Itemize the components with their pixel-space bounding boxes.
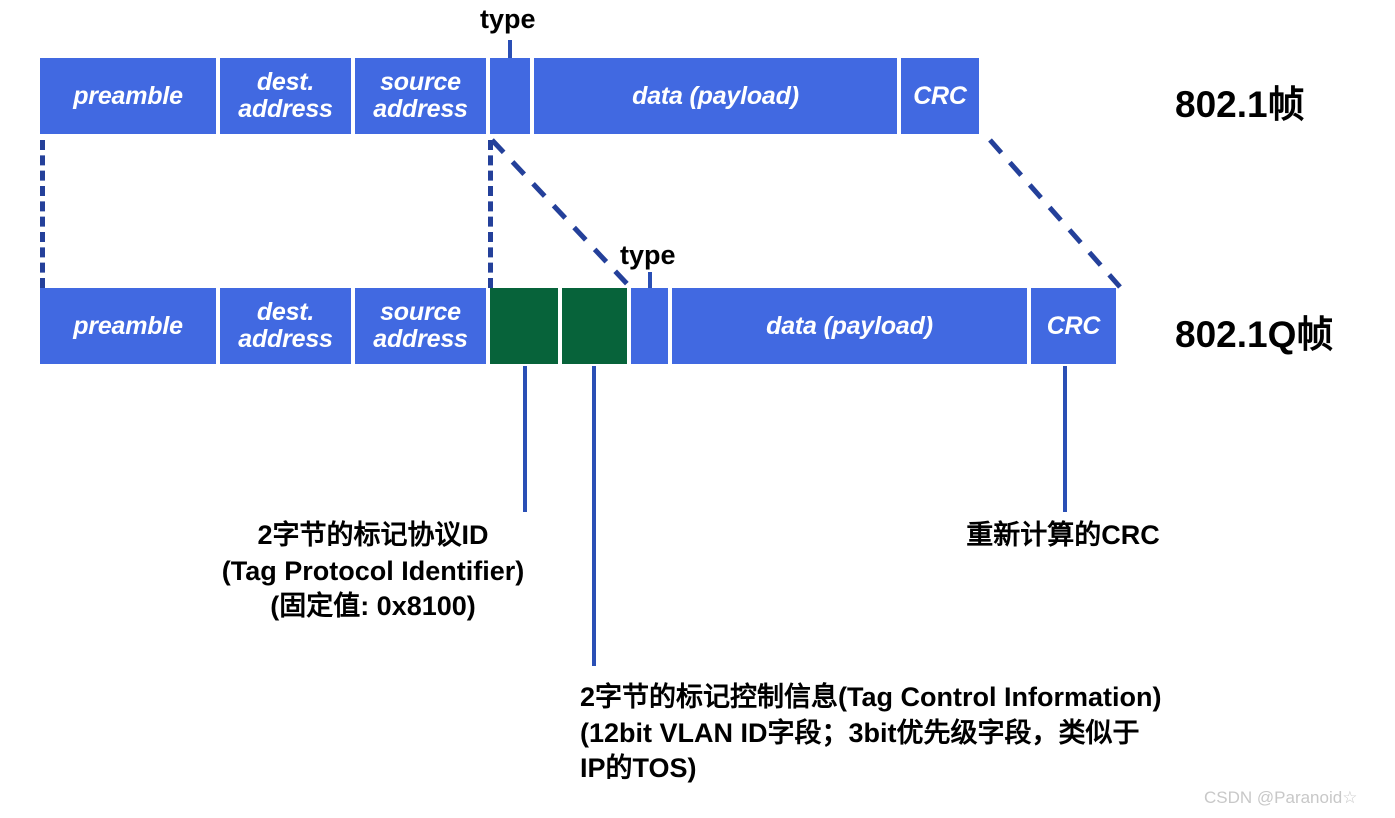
connector-diagonal-crc: [988, 138, 1122, 289]
leader-line-tci: [592, 366, 596, 666]
frame1-preamble-label: preamble: [73, 81, 183, 110]
frame1-dest-label-1: dest.: [256, 68, 315, 96]
connector-dashed-left: [40, 140, 45, 288]
frame2-field-type: [631, 288, 668, 364]
frame2-source-label-2: address: [373, 325, 468, 353]
frame1-type-caption: type: [480, 4, 536, 34]
csdn-watermark: CSDN @Paranoid☆: [1204, 788, 1358, 807]
frame2-source-label-1: source: [380, 298, 461, 326]
connector-diagonal-type: [490, 138, 632, 289]
frame1-dest-label-2: address: [238, 95, 333, 123]
frame1-field-data: data (payload): [534, 58, 897, 134]
frame1-data-label: data (payload): [632, 81, 799, 110]
frame1-source-label-2: address: [373, 95, 468, 123]
frame2-name-label: 802.1Q帧: [1175, 314, 1334, 355]
frame2-field-dest-address: dest. address: [220, 288, 351, 364]
frame1-field-source-address: source address: [355, 58, 486, 134]
annotation-tci-line-3: IP的TOS): [580, 753, 697, 784]
frame1-field-type: [490, 58, 530, 134]
frame2-field-crc: CRC: [1031, 288, 1116, 364]
frame2-field-tpid: [490, 288, 558, 364]
frame2-field-data: data (payload): [672, 288, 1027, 364]
frame2-dest-label-1: dest.: [256, 298, 315, 326]
frame2-dest-label-2: address: [238, 325, 333, 353]
annotation-tci-line-2: (12bit VLAN ID字段；3bit优先级字段，类似于: [580, 717, 1140, 748]
connector-dashed-type-left: [488, 140, 493, 288]
frame1-source-label-1: source: [380, 68, 461, 96]
frame2-type-caption: type: [620, 240, 676, 270]
annotation-tpid-line-1: 2字节的标记协议ID: [257, 520, 489, 550]
annotation-tpid: 2字节的标记协议ID (Tag Protocol Identifier) (固定…: [168, 518, 578, 625]
frame2-preamble-label: preamble: [73, 311, 183, 340]
frame1-type-tick: [508, 40, 512, 58]
annotation-crc-line-1: 重新计算的CRC: [966, 520, 1160, 550]
frame2-data-label: data (payload): [766, 311, 933, 340]
annotation-crc: 重新计算的CRC: [905, 518, 1221, 554]
frame1-field-preamble: preamble: [40, 58, 216, 134]
frame1-field-crc: CRC: [901, 58, 979, 134]
frame2-field-preamble: preamble: [40, 288, 216, 364]
annotation-tpid-line-2: (Tag Protocol Identifier): [221, 555, 525, 586]
frame2-field-source-address: source address: [355, 288, 486, 364]
annotation-tci-line-1: 2字节的标记控制信息(Tag Control Information): [580, 682, 1162, 712]
frame2-crc-label: CRC: [1046, 311, 1101, 340]
frame2-type-tick: [648, 272, 652, 288]
frame2-field-tci: [562, 288, 627, 364]
leader-line-crc: [1063, 366, 1067, 512]
annotation-tci: 2字节的标记控制信息(Tag Control Information) (12b…: [580, 680, 1340, 787]
leader-line-tpid: [523, 366, 527, 512]
frame1-name-label: 802.1帧: [1175, 84, 1305, 125]
frame1-crc-label: CRC: [913, 81, 967, 110]
frame1-field-dest-address: dest. address: [220, 58, 351, 134]
annotation-tpid-line-3: (固定值: 0x8100): [270, 591, 476, 622]
